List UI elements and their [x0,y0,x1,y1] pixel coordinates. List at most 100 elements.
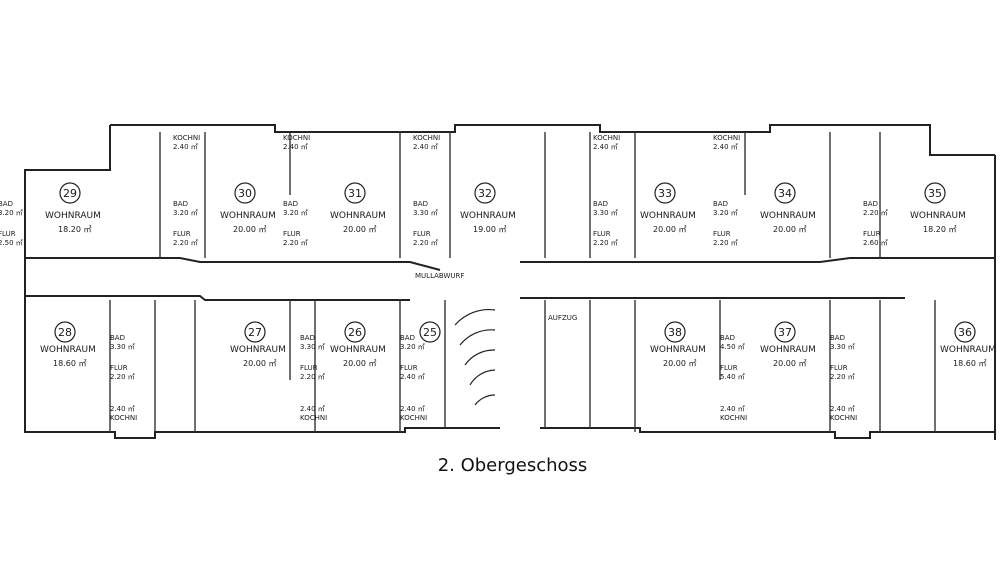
bath-area: 3.30 ㎡ [300,343,325,351]
room-label: WOHNRAUM [640,211,696,221]
kitchen-label: KOCHNI [413,134,440,142]
unit-number: 32 [478,187,492,200]
room-label: WOHNRAUM [330,211,386,221]
hall-label: FLUR [173,230,191,238]
hall-label: FLUR [400,364,418,372]
room-label: WOHNRAUM [940,345,996,355]
room-area: 20.00 ㎡ [773,225,806,234]
bath-label: BAD [173,200,188,208]
room-area: 20.00 ㎡ [773,359,806,368]
kitchen-area: 2.40 ㎡ [110,405,135,413]
unit-number-circle [419,321,441,343]
unit-number: 26 [348,326,362,339]
walls [24,124,996,440]
room-label: WOHNRAUM [760,211,816,221]
room-label: WOHNRAUM [220,211,276,221]
kitchen-label: KOCHNI [713,134,740,142]
unit-number-circle [234,182,256,204]
hall-label: FLUR [863,230,881,238]
bath-area: 3.30 ㎡ [110,343,135,351]
unit-number-circle [664,321,686,343]
room-area: 20.00 ㎡ [233,225,266,234]
room-label: WOHNRAUM [45,211,101,221]
room-area: 20.00 ㎡ [653,225,686,234]
bath-area: 3.20 ㎡ [283,209,308,217]
bath-label: BAD [283,200,298,208]
kitchen-area: 2.40 ㎡ [413,143,438,151]
hall-area: 2.60 ㎡ [863,239,888,247]
aufzug-label: AUFZUG [548,314,577,322]
unit-number-circle [954,321,976,343]
kitchen-area: 2.40 ㎡ [713,143,738,151]
bath-area: 3.20 ㎡ [0,209,23,217]
room-label: WOHNRAUM [460,211,516,221]
unit-number: 35 [928,187,942,200]
kitchen-label: KOCHNI [283,134,310,142]
bath-label: BAD [413,200,428,208]
bath-label: BAD [720,334,735,342]
kitchen-area: 2.40 ㎡ [283,143,308,151]
kitchen-label: KOCHNI [720,414,747,422]
room-area: 18.60 ㎡ [53,359,86,368]
room-area: 19.00 ㎡ [473,225,506,234]
room-label: WOHNRAUM [760,345,816,355]
room-area: 20.00 ㎡ [663,359,696,368]
unit-number: 25 [423,326,437,339]
unit-number: 33 [658,187,672,200]
hall-area: 2.20 ㎡ [173,239,198,247]
hall-label: FLUR [593,230,611,238]
unit-number: 31 [348,187,362,200]
bath-area: 3.30 ㎡ [830,343,855,351]
hall-area: 2.20 ㎡ [413,239,438,247]
kitchen-area: 2.40 ㎡ [400,405,425,413]
hall-label: FLUR [720,364,738,372]
hall-area: 2.40 ㎡ [400,373,425,381]
room-area: 18.20 ㎡ [923,225,956,234]
unit-number-circle [344,321,366,343]
unit-number: 30 [238,187,252,200]
unit-number-circle [924,182,946,204]
unit-number: 27 [248,326,262,339]
hall-label: FLUR [0,230,16,238]
unit-number: 28 [58,326,72,339]
unit-number-circle [774,321,796,343]
unit-number: 37 [778,326,792,339]
bath-area: 3.30 ㎡ [593,209,618,217]
bath-area: 3.20 ㎡ [173,209,198,217]
apartment-unit: 25 [419,321,441,343]
unit-number-circle [474,182,496,204]
unit-number-circle [244,321,266,343]
bath-label: BAD [830,334,845,342]
unit-number-circle [54,321,76,343]
hall-area: 5.40 ㎡ [720,373,745,381]
room-label: WOHNRAUM [330,345,386,355]
hall-area: 2.20 ㎡ [283,239,308,247]
partitions [109,132,936,432]
bath-label: BAD [300,334,315,342]
bath-label: BAD [863,200,878,208]
room-area: 20.00 ㎡ [243,359,276,368]
hall-area: 2.20 ㎡ [300,373,325,381]
bath-label: BAD [110,334,125,342]
bath-label: BAD [593,200,608,208]
kitchen-area: 2.40 ㎡ [830,405,855,413]
unit-number: 38 [668,326,682,339]
kitchen-area: 2.40 ㎡ [173,143,198,151]
room-area: 18.20 ㎡ [58,225,91,234]
hall-label: FLUR [283,230,301,238]
unit-number: 29 [63,187,77,200]
hall-label: FLUR [830,364,848,372]
unit-number-circle [654,182,676,204]
unit-number-circle [774,182,796,204]
hall-area: 2.20 ㎡ [593,239,618,247]
